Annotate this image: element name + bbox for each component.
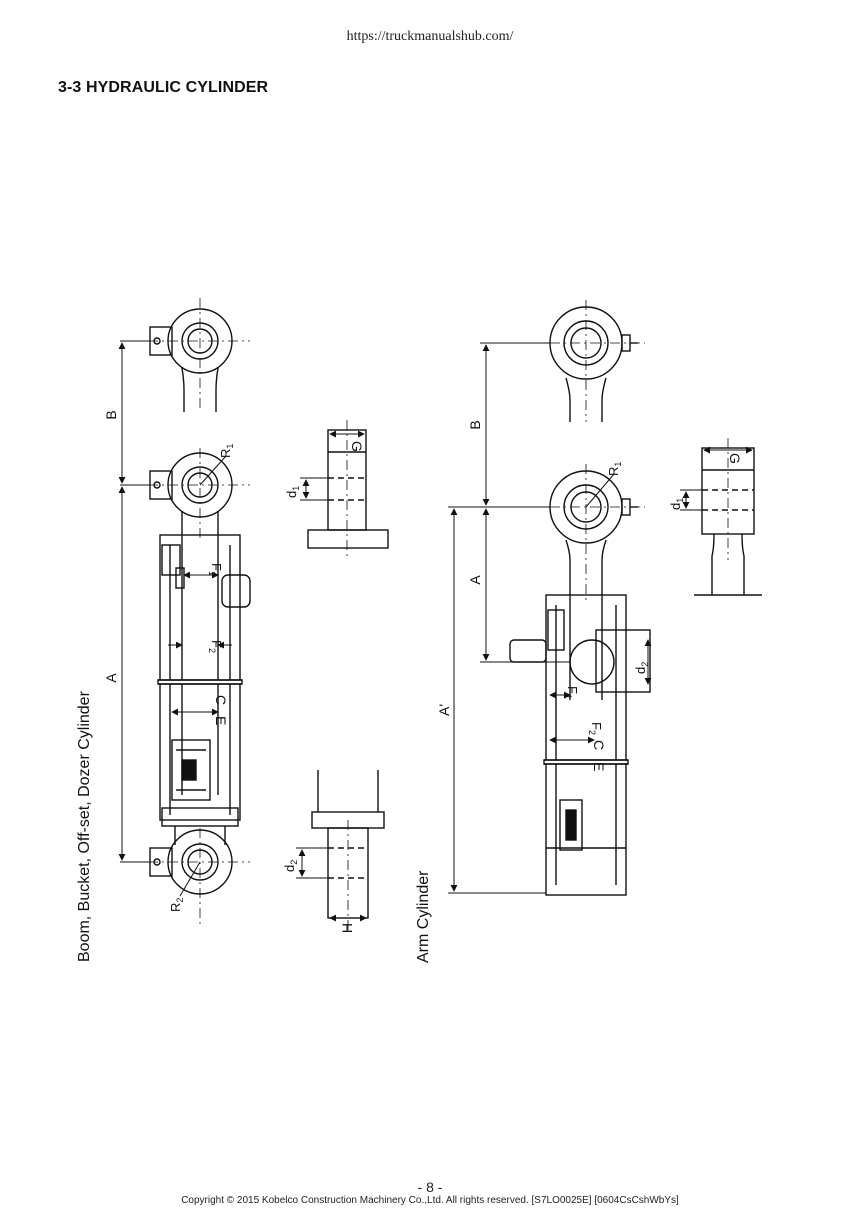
- right-cylinder-caption: Arm Cylinder: [415, 870, 432, 963]
- dim-label-F2-left: F2: [207, 640, 224, 653]
- dim-label-d1-left: d1: [284, 486, 301, 498]
- dim-label-C-left: C: [213, 695, 229, 705]
- dim-label-d2-left: d2: [282, 860, 299, 872]
- dim-label-R1-right: R1: [606, 462, 623, 476]
- dim-label-B-left: B: [103, 410, 119, 419]
- boom-cylinder-drawing: [118, 298, 389, 930]
- arm-cylinder-drawing: [448, 300, 762, 896]
- dim-label-R2-left: R2: [168, 898, 185, 912]
- dim-label-B-right: B: [467, 420, 483, 429]
- dim-label-E-right: E: [591, 762, 607, 771]
- dim-label-R1-left: R1: [218, 444, 235, 458]
- dim-label-F1-left: F1: [207, 563, 224, 576]
- section-title: 3-3 HYDRAULIC CYLINDER: [58, 79, 269, 96]
- dim-label-C-right: C: [591, 740, 607, 750]
- dim-label-F2-right: F2: [587, 722, 604, 735]
- dim-label-A-right: A: [467, 575, 483, 585]
- source-url: https://truckmanualshub.com/: [346, 29, 514, 44]
- dim-label-A-prime-right: A': [436, 704, 452, 716]
- dim-label-d2-right: d2: [633, 662, 650, 674]
- left-cylinder-caption: Boom, Bucket, Off-set, Dozer Cylinder: [76, 690, 93, 962]
- copyright-notice: Copyright © 2015 Kobelco Construction Ma…: [181, 1195, 679, 1206]
- dim-label-F1-right: F1: [563, 686, 580, 699]
- dim-label-d1-right: d1: [668, 498, 685, 510]
- page-number: - 8 -: [417, 1179, 443, 1195]
- dim-label-G-right: G: [727, 453, 743, 464]
- dim-label-A-left: A: [103, 673, 119, 683]
- dim-label-E-left: E: [213, 716, 229, 725]
- dim-label-H-left: H: [339, 923, 355, 933]
- dim-label-G-left: G: [349, 441, 365, 452]
